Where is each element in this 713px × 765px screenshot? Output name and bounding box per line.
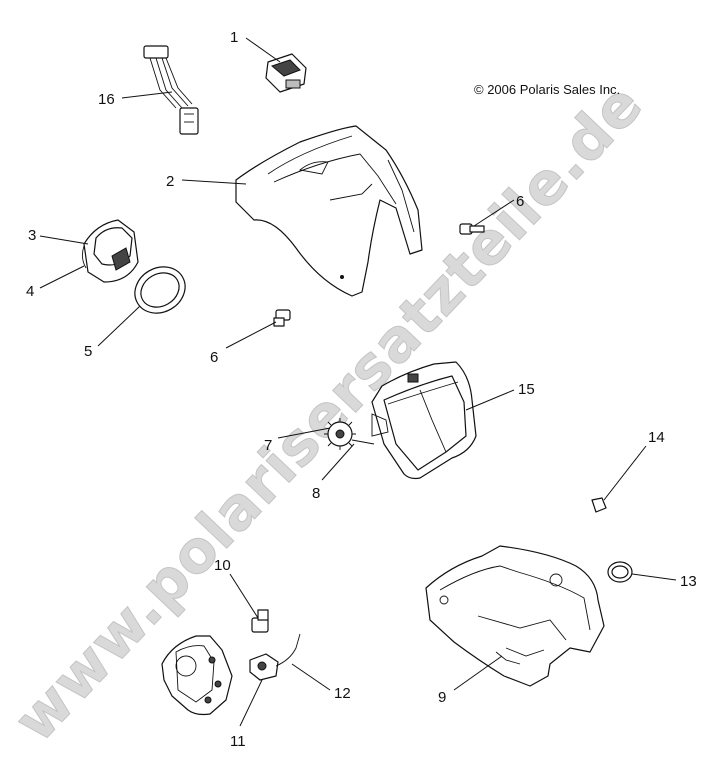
- callout-9: 9: [438, 689, 446, 706]
- callout-4: 4: [26, 283, 34, 300]
- callout-14: 14: [648, 429, 665, 446]
- part-12-wire: [275, 633, 301, 667]
- part-7-gear: [324, 418, 356, 450]
- callout-6-lower: 6: [210, 349, 218, 366]
- part-5-ring: [134, 266, 186, 314]
- part-11-sensor: [249, 653, 279, 681]
- part-8-shaft: [351, 439, 375, 445]
- part-14-clip: [591, 497, 607, 513]
- actuator-bracket: [161, 635, 233, 716]
- callout-2: 2: [166, 173, 174, 190]
- part-2-upper-cover: [235, 125, 423, 297]
- callout-12: 12: [334, 685, 351, 702]
- callout-6-upper: 6: [516, 193, 524, 210]
- callout-8: 8: [312, 485, 320, 502]
- leader-lines: [39, 37, 677, 727]
- callout-numbers: 1 16 2 3 4 5 6 6 7 8 15 14 13 9 10 11 12: [26, 29, 697, 750]
- part-13-oring: [607, 561, 633, 583]
- callout-3: 3: [28, 227, 36, 244]
- callout-15: 15: [518, 381, 535, 398]
- part-15-headlight: [371, 361, 477, 480]
- part-9-lower-housing: [425, 545, 605, 687]
- callout-11: 11: [230, 733, 246, 750]
- callout-7: 7: [264, 437, 272, 454]
- callout-1: 1: [230, 29, 238, 46]
- part-3-4-knob: [81, 219, 139, 283]
- part-6b-screw: [273, 309, 291, 327]
- part-16-harness: [143, 45, 199, 135]
- callout-5: 5: [84, 343, 92, 360]
- copyright-text: © 2006 Polaris Sales Inc.: [474, 82, 620, 97]
- part-1-switch: [265, 53, 307, 93]
- callout-16: 16: [98, 91, 115, 108]
- callout-13: 13: [680, 573, 697, 590]
- part-10-bolt: [251, 609, 269, 633]
- callout-10: 10: [214, 557, 231, 574]
- part-6a-screw: [459, 223, 485, 235]
